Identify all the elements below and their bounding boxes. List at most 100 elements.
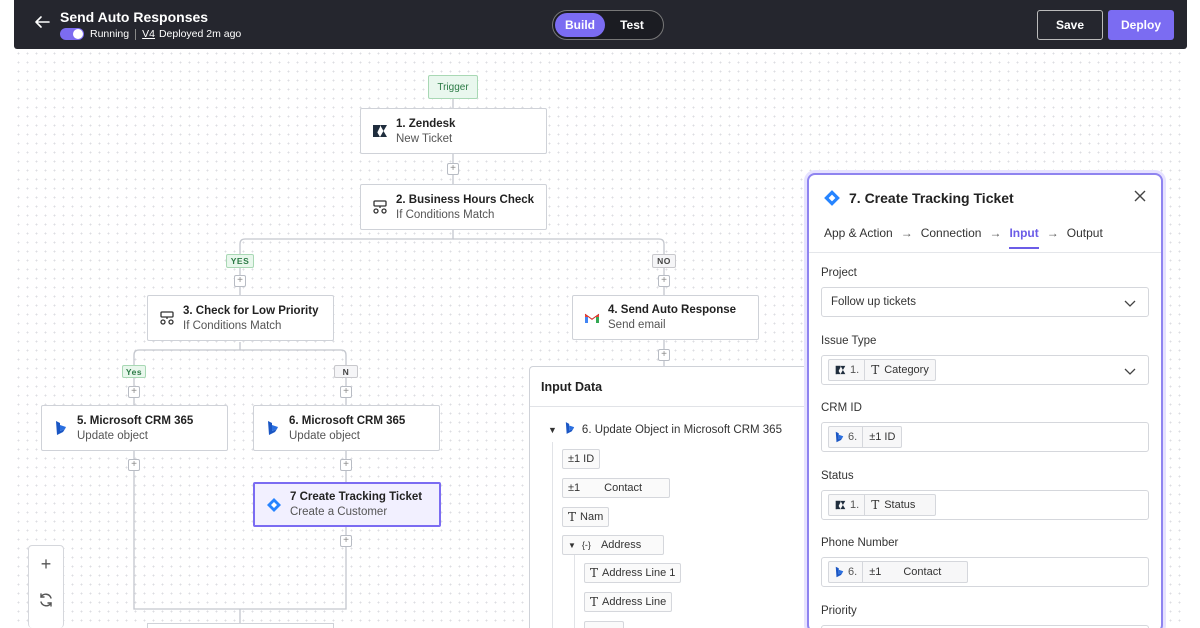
phone-number-field[interactable]: 6. ±1 Contact (821, 557, 1149, 587)
panel-divider (809, 252, 1161, 253)
node-title: 1. Zendesk (396, 117, 456, 130)
input-data-group[interactable]: ▼ 6. Update Object in Microsoft CRM 365 (548, 421, 782, 438)
tab-output[interactable]: Output (1066, 226, 1103, 240)
field-label: Address Line (602, 596, 667, 608)
status-label: Status (821, 470, 854, 482)
chevron-down-icon (1124, 300, 1136, 307)
number-type-icon: ±1 (869, 566, 882, 578)
mode-switch: Build Test (552, 10, 664, 40)
node-business-hours[interactable]: 2. Business Hours Check If Conditions Mat… (360, 184, 547, 230)
input-data-panel: Input Data ▼ 6. Update Object in Microso… (529, 366, 819, 628)
close-icon[interactable] (1133, 189, 1147, 203)
tab-connection[interactable]: Connection (920, 226, 982, 240)
mapped-field: Contact (903, 566, 942, 578)
mapped-value-pill[interactable]: 6. ±1 ID (828, 426, 903, 448)
input-group-title: 6. Update Object in Microsoft CRM 365 (581, 423, 782, 436)
phone-number-label: Phone Number (821, 537, 899, 549)
text-type-icon: T (871, 363, 880, 377)
node-title: 3. Check for Low Priority (183, 304, 319, 317)
top-bar: Send Auto Responses Running V4 Deployed … (14, 0, 1187, 49)
arrow-right-icon: → (900, 226, 913, 240)
crm-id-label: CRM ID (821, 402, 862, 414)
mapped-field: Category (884, 364, 929, 376)
zendesk-icon (835, 500, 846, 510)
crm-id-field[interactable]: 6. ±1 ID (821, 422, 1149, 452)
priority-label: Priority (821, 605, 857, 617)
arrow-right-icon: → (989, 226, 1002, 240)
field-label: Address Line 1 (602, 567, 676, 579)
divider (862, 426, 864, 448)
input-data-title: Input Data (530, 367, 819, 407)
tab-input[interactable]: Input (1009, 226, 1040, 249)
save-button[interactable]: Save (1037, 10, 1103, 40)
build-tab[interactable]: Build (555, 13, 605, 37)
zoom-in-button[interactable]: + (40, 553, 52, 574)
refresh-icon (40, 593, 52, 607)
branch-icon (372, 199, 388, 215)
node-subtitle: New Ticket (396, 132, 453, 145)
node-subtitle: Update object (289, 429, 360, 442)
node-title: 4. Send Auto Response (608, 304, 737, 316)
add-step-button[interactable]: + (340, 386, 352, 398)
input-field-address[interactable]: ▼{-}Address (562, 535, 664, 555)
project-select[interactable]: Follow up tickets (821, 287, 1149, 317)
branch-icon (159, 310, 175, 326)
reset-view-button[interactable] (29, 582, 63, 618)
add-step-button[interactable]: + (340, 459, 352, 471)
deploy-button[interactable]: Deploy (1108, 10, 1174, 40)
add-step-button[interactable]: + (340, 535, 352, 547)
trigger-label: Trigger (428, 75, 478, 99)
add-step-button[interactable]: + (128, 459, 140, 471)
add-step-button[interactable]: + (658, 349, 670, 361)
add-step-button[interactable]: + (447, 163, 459, 175)
collapse-triangle-icon[interactable]: ▼ (548, 424, 557, 435)
add-step-button[interactable]: + (128, 386, 140, 398)
test-tab[interactable]: Test (620, 18, 644, 32)
branch-yes-label: YES (226, 254, 254, 268)
branch-yes-label: Yes (122, 365, 146, 378)
jira-icon (266, 497, 282, 513)
dynamics-icon (835, 566, 844, 578)
priority-field[interactable] (821, 625, 1149, 628)
node-subtitle: If Conditions Match (183, 319, 282, 332)
node-title: 2. Business Hours Check (396, 193, 535, 206)
node-low-priority[interactable]: 3. Check for Low Priority If Conditions M… (147, 295, 334, 341)
running-toggle[interactable] (60, 28, 84, 40)
step-number: 1. (850, 364, 860, 376)
mapped-value-pill[interactable]: 1. T Status (828, 494, 937, 516)
mapped-value-pill[interactable]: 6. ±1 Contact (828, 561, 969, 583)
back-arrow-icon[interactable] (32, 12, 52, 32)
step-number: 1. (850, 499, 860, 511)
status-field[interactable]: 1. T Status (821, 490, 1149, 520)
zoom-controls: + (28, 545, 64, 628)
mapped-value-pill[interactable]: 1. T Category (828, 359, 936, 381)
dynamics-icon (53, 420, 69, 436)
field-label: Nam (580, 511, 604, 523)
arrow-right-icon: → (1046, 226, 1059, 240)
issue-type-select[interactable]: 1. T Category (821, 355, 1149, 385)
step-number: 6. (848, 431, 858, 443)
step-number: 6. (848, 566, 858, 578)
divider (864, 494, 866, 516)
version-link[interactable]: V4 (142, 28, 155, 40)
node-subtitle: If Conditions Match (396, 208, 495, 221)
panel-title: 7. Create Tracking Ticket (849, 190, 1014, 206)
field-label: Address (600, 539, 642, 551)
branch-no-label: N (334, 365, 358, 378)
add-step-button[interactable]: + (658, 275, 670, 287)
collapse-triangle-icon[interactable]: ▼ (568, 540, 576, 550)
node-title: 6. Microsoft CRM 365 (289, 414, 406, 427)
project-label: Project (821, 267, 857, 279)
tab-app-action[interactable]: App & Action (824, 226, 893, 240)
add-step-button[interactable]: + (234, 275, 246, 287)
